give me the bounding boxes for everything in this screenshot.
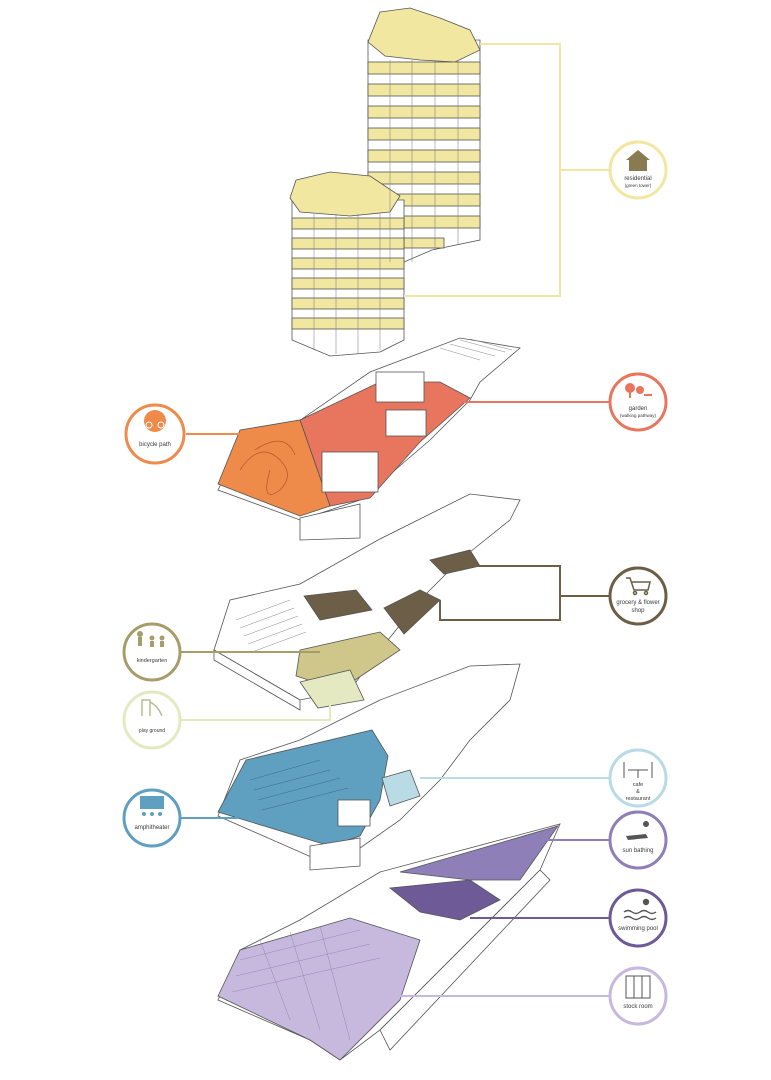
garden-pavilion-2	[385, 409, 427, 437]
market-base	[213, 649, 301, 711]
children-icon	[137, 631, 165, 647]
garden-base	[299, 503, 361, 541]
sunbathing-area	[399, 825, 559, 881]
bicycle-path-lines	[239, 440, 296, 495]
label-cafe-text-3: restaurant	[626, 796, 651, 802]
label-stock-text: stock room	[623, 1004, 652, 1010]
label-swimming[interactable]: swimming pool	[608, 888, 668, 948]
pool-base	[379, 869, 551, 1051]
audience-screen-icon	[140, 796, 164, 816]
label-residential-sub: (green tower)	[625, 183, 652, 188]
swimming-pool-area	[388, 879, 501, 921]
garden-pavilion-3	[375, 371, 425, 403]
level-market	[213, 493, 521, 711]
label-cafe[interactable]: cafe & restaurant	[608, 748, 668, 808]
label-amphitheater-text: amphitheater	[134, 825, 169, 831]
label-sunbathing[interactable]: sun bathing	[608, 810, 668, 870]
tall-tower-roof	[367, 7, 481, 63]
label-garden[interactable]: garden (walking pathway)	[608, 372, 668, 432]
label-kindergarten[interactable]: kindergarten	[122, 622, 182, 682]
grocery-area-1	[303, 589, 373, 621]
level-pool	[217, 823, 561, 1061]
swimmer-icon	[623, 898, 657, 921]
level-amphitheater	[217, 663, 521, 871]
table-chairs-icon	[623, 762, 653, 778]
label-amphitheater[interactable]: amphitheater	[122, 788, 182, 848]
label-bicycle-text: bicycle path	[139, 442, 171, 448]
label-garden-text: garden	[629, 406, 648, 412]
label-kindergarten-text: kindergarten	[137, 658, 168, 664]
house-icon	[626, 150, 650, 171]
label-grocery-text-1: grocery & flower	[616, 600, 659, 606]
bicycle-icon	[144, 410, 166, 432]
amphi-stage-box	[337, 799, 371, 827]
leader-grocery	[439, 565, 612, 621]
cafe-area	[381, 769, 421, 807]
residential-towers	[289, 7, 481, 357]
amphi-base	[309, 837, 361, 871]
shopping-cart-icon	[626, 577, 651, 596]
lockers-icon	[625, 975, 651, 999]
label-residential-text: residential	[624, 176, 651, 182]
label-grocery-text-2: shop	[631, 608, 645, 614]
label-bicycle[interactable]: bicycle path	[124, 403, 186, 465]
leader-lines	[180, 43, 612, 997]
label-playground[interactable]: play ground	[122, 690, 182, 750]
amphi-seating-hatch	[249, 759, 349, 811]
kindergarten-area	[295, 631, 401, 691]
label-garden-sub: (walking pathway)	[620, 413, 657, 418]
tower-mullions	[313, 60, 459, 354]
label-residential[interactable]: residential (green tower)	[608, 140, 668, 200]
garden-glass-roof	[439, 338, 513, 361]
garden-pavilion-1	[321, 451, 379, 493]
label-cafe-text-2: &	[636, 789, 640, 795]
sun-lounger-icon	[626, 821, 649, 840]
leader-playground	[180, 690, 331, 721]
label-swimming-text: swimming pool	[618, 926, 658, 932]
label-cafe-text-1: cafe	[633, 782, 643, 788]
label-playground-text: play ground	[139, 728, 165, 734]
stock-room-area	[217, 917, 421, 1061]
stock-room-grid	[231, 925, 381, 1041]
slide-icon	[141, 699, 163, 717]
label-stock[interactable]: stock room	[608, 966, 668, 1026]
level-garden-roof	[217, 337, 521, 541]
playground-area	[299, 669, 365, 709]
tree-bench-icon	[625, 383, 652, 398]
market-seating-hatch	[235, 599, 307, 653]
bicycle-path-area	[217, 419, 331, 517]
short-tower-floors	[291, 217, 405, 330]
label-grocery[interactable]: grocery & flower shop	[608, 566, 668, 626]
label-sunbathing-text: sun bathing	[622, 848, 653, 854]
